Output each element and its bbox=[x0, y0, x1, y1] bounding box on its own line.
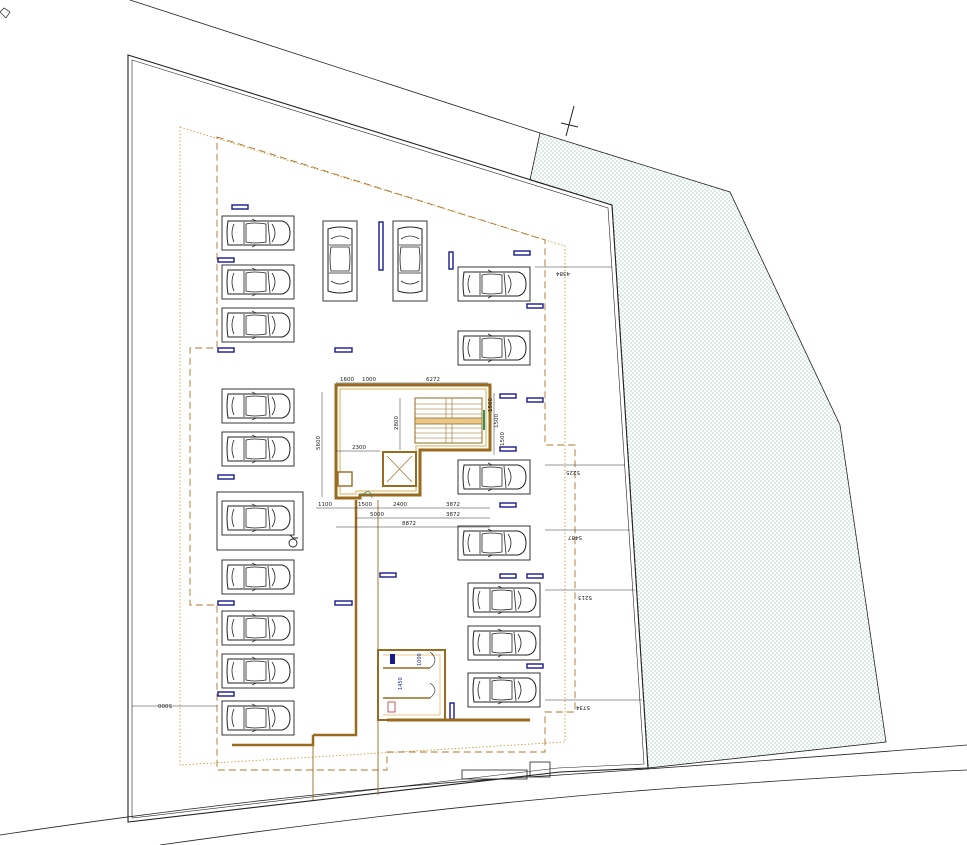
dim-1500-bottom: 1500 bbox=[358, 502, 372, 508]
car-icon bbox=[457, 525, 531, 561]
dim-3872-b: 3872 bbox=[446, 512, 460, 518]
car-icon bbox=[322, 220, 358, 302]
wheelchair-icon bbox=[288, 534, 298, 548]
car-icon bbox=[467, 582, 541, 618]
car-icon bbox=[457, 459, 531, 495]
dim-5600: 5600 bbox=[316, 436, 322, 450]
street-curve-bottom-2 bbox=[159, 769, 967, 845]
dim-2300: 2300 bbox=[352, 445, 366, 451]
dim-3872-a: 3872 bbox=[446, 502, 460, 508]
dashed-building-outline bbox=[189, 136, 576, 771]
dim-2400: 2400 bbox=[393, 502, 407, 508]
stair-core bbox=[334, 383, 492, 500]
site-boundary-inner bbox=[131, 59, 645, 819]
dim-1000-room: 1000 bbox=[417, 653, 423, 666]
car-icon bbox=[467, 625, 541, 661]
green-landscape-area bbox=[529, 132, 887, 769]
car-icon bbox=[467, 672, 541, 708]
north-arrow-icon bbox=[560, 105, 579, 137]
street-curve-bottom-1 bbox=[0, 744, 967, 836]
dim-1500-a: 1500 bbox=[488, 398, 494, 412]
dim-4384: 4384 bbox=[556, 270, 570, 276]
car-icon bbox=[221, 264, 295, 300]
car-icon bbox=[221, 653, 295, 689]
dim-1600: 1600 bbox=[340, 377, 354, 383]
dim-1500-b: 1500 bbox=[494, 414, 500, 428]
car-icon bbox=[392, 220, 428, 302]
car-icon bbox=[457, 266, 531, 302]
dim-8872: 8872 bbox=[402, 521, 416, 527]
site-boundary bbox=[127, 54, 649, 823]
car-icon bbox=[221, 431, 295, 467]
car-icon bbox=[457, 330, 531, 366]
dim-5734: 5734 bbox=[576, 704, 590, 710]
dim-5225: 5225 bbox=[566, 469, 580, 475]
service-rooms bbox=[377, 649, 446, 721]
dim-1000: 1000 bbox=[362, 377, 376, 383]
car-icon bbox=[221, 307, 295, 343]
car-icon bbox=[221, 700, 295, 736]
car-icon bbox=[221, 610, 295, 646]
wheel-stop-markers bbox=[217, 204, 544, 720]
dim-6272: 6272 bbox=[426, 377, 440, 383]
dim-1450-room: 1450 bbox=[398, 677, 404, 690]
dim-5000: 5000 bbox=[370, 512, 384, 518]
dim-5000-left: 5000 bbox=[158, 702, 172, 708]
car-icon bbox=[221, 215, 295, 251]
dimension-lines bbox=[132, 266, 642, 707]
dim-1500-c: 1500 bbox=[500, 432, 506, 446]
dim-2800: 2800 bbox=[394, 416, 400, 430]
dim-5213: 5213 bbox=[578, 594, 592, 600]
corner-marker-icon bbox=[0, 7, 11, 19]
entrance-gate bbox=[461, 761, 551, 780]
street-line-top bbox=[129, 0, 541, 134]
accessible-parking-space bbox=[216, 491, 304, 551]
dim-1100: 1100 bbox=[318, 502, 332, 508]
dim-5487: 5487 bbox=[568, 534, 582, 540]
car-icon bbox=[221, 559, 295, 595]
car-icon bbox=[221, 388, 295, 424]
